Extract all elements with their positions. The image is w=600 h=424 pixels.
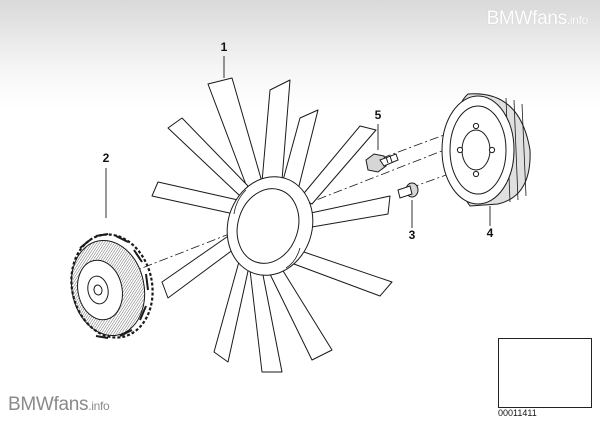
fan-blade: [151, 181, 239, 215]
fan-hub-inner: [236, 188, 300, 264]
fan-blade: [305, 195, 391, 229]
cooling-fan: [151, 77, 393, 373]
locator-thumbnail-frame: [498, 338, 592, 408]
leader-lines: [105, 56, 491, 228]
callout-3: 3: [408, 228, 416, 242]
hex-bolt: [365, 153, 399, 173]
viscous-clutch: [70, 233, 154, 339]
callout-4: 4: [486, 226, 494, 240]
callout-1: 1: [220, 40, 228, 54]
fan-blade: [261, 79, 291, 183]
diagram-number: 00011411: [498, 408, 537, 418]
watermark-top: BMWfans.info: [486, 8, 589, 29]
bolt: [397, 182, 419, 199]
fan-blade: [267, 265, 333, 361]
callout-2: 2: [102, 151, 110, 165]
pulley: [441, 93, 531, 207]
fan-blade: [293, 249, 393, 297]
callout-5: 5: [374, 108, 382, 122]
fan-blade: [213, 257, 251, 363]
fan-blade: [161, 231, 239, 299]
watermark-bottom: BMWfans.info: [8, 394, 110, 415]
fan-blade: [281, 109, 319, 191]
